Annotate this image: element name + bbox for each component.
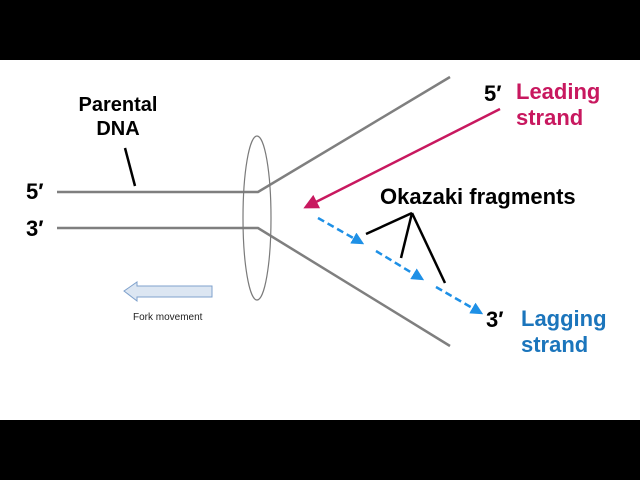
okazaki-fragment-1 <box>317 216 365 245</box>
bottom-parental-strand <box>57 226 451 348</box>
leading-5prime-label: 5′ <box>484 81 502 106</box>
top-left-5prime-label: 5′ <box>26 179 44 204</box>
okazaki-pointer-3 <box>410 212 447 284</box>
leading-strand-label-line-1: Leading <box>516 79 601 104</box>
parental-dna-label-line-1: Parental <box>78 94 158 116</box>
top-parental-strand <box>57 75 451 194</box>
left-arrow-icon <box>123 281 213 303</box>
leading-strand-arrow <box>303 107 501 209</box>
lagging-strand-label-line-2: strand <box>521 332 589 357</box>
leading-strand-label-line-2: strand <box>516 105 584 130</box>
parental-dna-pointer <box>123 147 137 187</box>
diagram-background <box>0 60 640 420</box>
lagging-strand-label-line-1: Lagging <box>521 306 607 331</box>
lagging-3prime-label: 3′ <box>486 307 504 332</box>
okazaki-pointer-1 <box>365 211 413 236</box>
parental-dna-label-line-2: DNA <box>96 118 140 140</box>
leading-strand-label: Leading strand <box>516 79 600 131</box>
fork-movement-label: Fork movement <box>133 312 203 323</box>
okazaki-pointer-2 <box>399 212 414 259</box>
okazaki-fragment-2 <box>375 249 425 281</box>
okazaki-fragment-3 <box>435 285 484 315</box>
parental-dna-label: Parental DNA <box>62 93 174 141</box>
bottom-left-3prime-label: 3′ <box>26 216 44 241</box>
okazaki-fragments-label: Okazaki fragments <box>380 184 576 209</box>
ellipse-ring-icon <box>242 135 272 301</box>
lagging-strand-label: Lagging strand <box>521 306 607 358</box>
